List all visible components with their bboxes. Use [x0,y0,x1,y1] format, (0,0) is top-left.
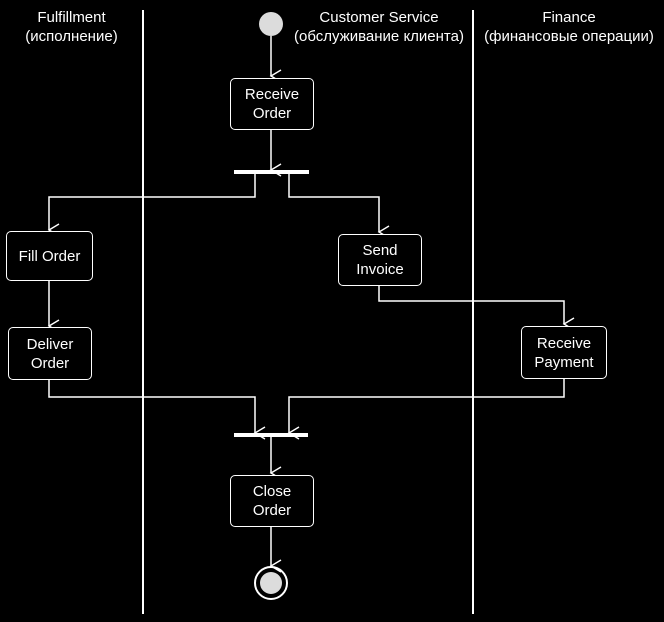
swimlane-fulfillment: Fulfillment (исполнение) [0,8,143,46]
swimlane-subtitle: (финансовые операции) [484,28,654,45]
activity-label: Payment [534,353,594,371]
activity-label: Receive [536,334,592,352]
activity-label: Close [252,483,292,500]
flow-arrow [288,174,390,239]
activity-label: Order [252,105,292,122]
join-bar [234,433,308,437]
swimlane-title: Customer Service [319,9,439,26]
flow-arrow [47,174,256,237]
swimlane-subtitle: (обслуживание клиента) [294,28,464,45]
flow-arrow [48,380,266,440]
activity-label: Deliver [26,335,74,353]
activity-label: Invoice [356,261,404,278]
swimlane-finance: Finance (финансовые операции) [474,8,664,46]
start-node [259,12,283,36]
flow-arrow [287,379,565,440]
activity-label: Order [252,502,292,519]
end-node [254,566,288,600]
swimlane-customer-service: Customer Service (обслуживание клиента) [285,8,473,46]
flow-arrow [378,286,575,331]
activity-label: Send [362,242,398,259]
activity-label: Fill Order [18,247,81,265]
swimlane-title: Fulfillment [37,9,106,26]
activity-fill-order[interactable]: Fill Order [6,231,93,281]
activity-label: Receive [244,86,300,103]
activity-label: Order [30,354,70,372]
swimlane-subtitle: (исполнение) [25,28,118,45]
swimlane-title: Finance [542,9,596,26]
fork-bar [234,170,309,174]
